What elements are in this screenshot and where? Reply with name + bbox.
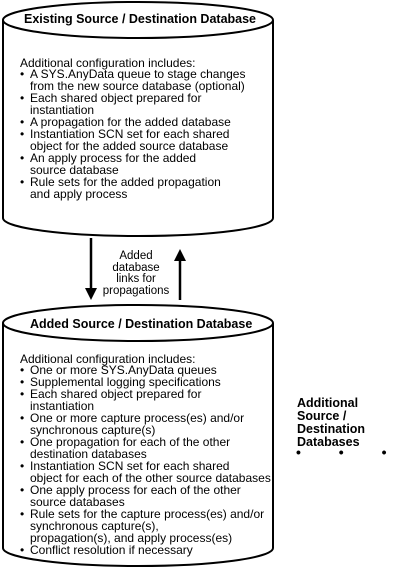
- list-item: •One propagation for each of the other d…: [20, 435, 231, 461]
- list-item: •Instantiation SCN set for each shared o…: [20, 459, 271, 485]
- list-item: •A propagation for the added database: [20, 115, 231, 129]
- additional-databases-label: Additional Source / Destination Database…: [297, 396, 366, 449]
- list-item: •One or more SYS.AnyData queues: [20, 363, 217, 377]
- existing-config-intro: Additional configuration includes:: [20, 56, 196, 70]
- added-database-cylinder: [2, 304, 274, 567]
- list-item: •Instantiation SCN set for each shared o…: [20, 127, 230, 153]
- added-database-links-label: Added database links for propagations: [102, 250, 170, 297]
- up-arrow: [174, 249, 186, 300]
- list-item: •A SYS.AnyData queue to stage changes fr…: [20, 67, 246, 93]
- down-arrow: [85, 238, 97, 300]
- ellipsis-more-databases: • • •: [296, 444, 404, 460]
- list-item: •Each shared object prepared for instant…: [20, 387, 202, 413]
- existing-config-list: •A SYS.AnyData queue to stage changes fr…: [20, 68, 245, 200]
- list-item: •Supplemental logging specifications: [20, 375, 221, 389]
- list-item: •One or more capture process(es) and/or …: [20, 411, 245, 437]
- list-item: •Rule sets for the added propagation and…: [20, 175, 221, 201]
- list-item: •Rule sets for the capture process(es) a…: [20, 507, 265, 545]
- list-item: •One apply process for each of the other…: [20, 483, 241, 509]
- added-config-intro: Additional configuration includes:: [20, 352, 196, 366]
- list-item: •An apply process for the added source d…: [20, 151, 197, 177]
- list-item: •Conflict resolution if necessary: [20, 543, 193, 557]
- existing-database-cylinder: [2, 1, 274, 237]
- existing-database-title: Existing Source / Destination Database: [24, 12, 257, 26]
- added-config-list: •One or more SYS.AnyData queues •Supplem…: [20, 364, 271, 556]
- added-database-title: Added Source / Destination Database: [30, 317, 253, 331]
- list-item: •Each shared object prepared for instant…: [20, 91, 202, 117]
